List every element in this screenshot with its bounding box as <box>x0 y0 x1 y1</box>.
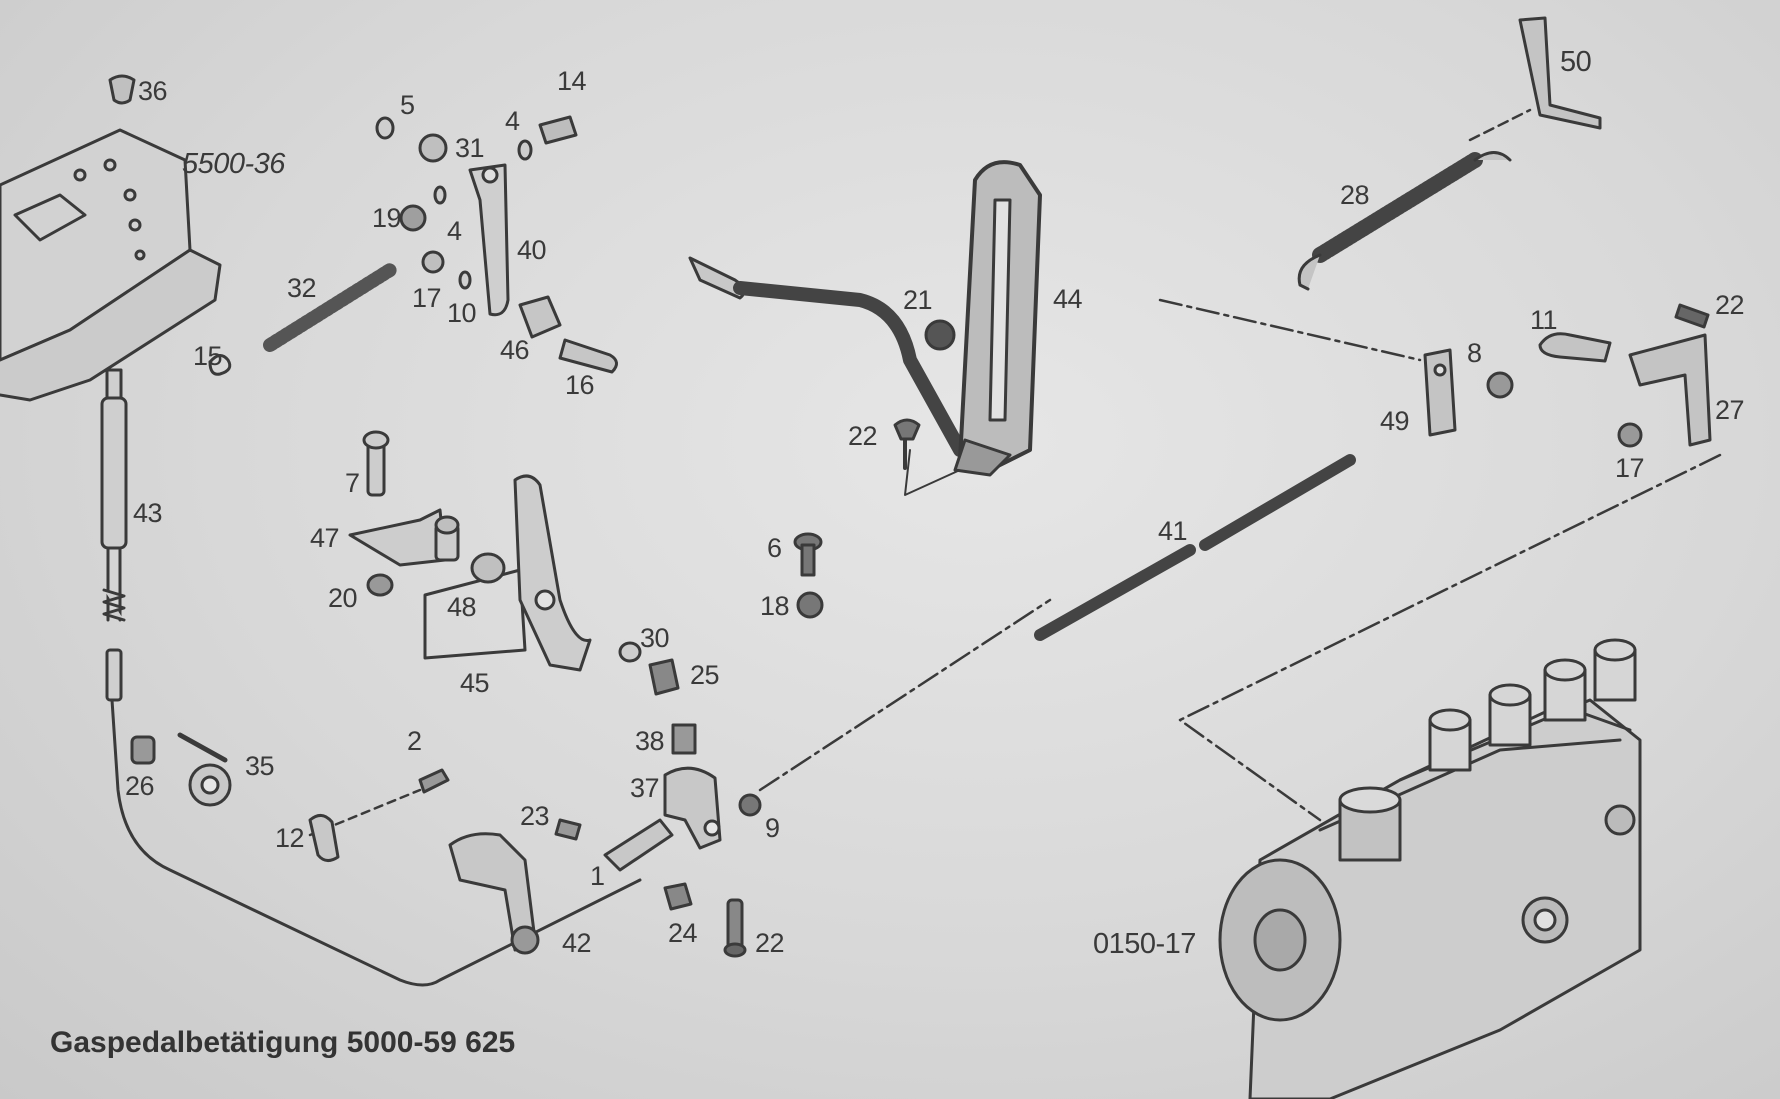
callout-48: 48 <box>447 592 477 622</box>
callout-27: 27 <box>1715 395 1745 425</box>
callout-47: 47 <box>310 523 340 553</box>
callout-19: 19 <box>372 203 402 233</box>
callout-1: 1 <box>590 861 605 891</box>
part-44-pedal <box>688 160 1042 477</box>
callout-22c: 22 <box>755 928 785 958</box>
diagram-caption: Gaspedalbetätigung 5000-59 625 <box>50 1026 516 1059</box>
callout-23: 23 <box>520 801 550 831</box>
part-28-spring-group <box>1297 16 1712 448</box>
part-43-rod <box>100 368 128 702</box>
callout-2: 2 <box>407 726 422 756</box>
callout-45: 45 <box>460 668 490 698</box>
callout-4b: 4 <box>447 216 462 246</box>
callout-4a: 4 <box>505 106 520 136</box>
part-lower-left-group <box>130 732 540 955</box>
callout-22b: 22 <box>1715 290 1745 320</box>
assembly-ref-label: 5500-36 <box>182 148 285 180</box>
callout-9: 9 <box>765 813 780 843</box>
callout-17a: 17 <box>412 283 442 313</box>
injection-pump <box>1218 638 1642 1099</box>
callout-17b: 17 <box>1615 453 1645 483</box>
callout-30: 30 <box>640 623 670 653</box>
callout-15: 15 <box>193 341 223 371</box>
connection-lines <box>110 108 1722 987</box>
callout-16: 16 <box>565 370 595 400</box>
callout-24: 24 <box>668 918 698 948</box>
housing-5500-36 <box>0 74 222 402</box>
callout-40: 40 <box>517 235 547 265</box>
callout-20: 20 <box>328 583 358 613</box>
callout-12: 12 <box>275 823 305 853</box>
callout-37: 37 <box>630 773 660 803</box>
callout-21: 21 <box>903 285 933 315</box>
part-41-shaft <box>1034 454 1356 641</box>
callout-46: 46 <box>500 335 530 365</box>
part-40-lever <box>375 115 618 374</box>
callout-35: 35 <box>245 751 275 781</box>
callout-49: 49 <box>1380 406 1410 436</box>
callout-31: 31 <box>455 133 485 163</box>
callout-5: 5 <box>400 90 415 120</box>
callout-25: 25 <box>690 660 720 690</box>
callout-42: 42 <box>562 928 592 958</box>
part-6-bolt <box>793 532 824 619</box>
callout-6: 6 <box>767 533 782 563</box>
part-lower-center-group <box>554 723 762 958</box>
callout-11: 11 <box>1530 305 1558 335</box>
part-45-bracket-group <box>348 430 680 696</box>
callout-26: 26 <box>125 771 155 801</box>
part-32-spring <box>208 263 397 376</box>
callout-10: 10 <box>447 298 477 328</box>
callout-22a: 22 <box>848 421 878 451</box>
callout-18: 18 <box>760 591 790 621</box>
callout-8: 8 <box>1467 338 1482 368</box>
callout-32: 32 <box>287 273 317 303</box>
callout-14: 14 <box>557 66 587 96</box>
callout-7: 7 <box>345 468 360 498</box>
callout-38: 38 <box>635 726 665 756</box>
callout-41: 41 <box>1158 516 1188 546</box>
callout-36: 36 <box>138 76 168 106</box>
callout-50: 50 <box>1560 46 1592 78</box>
figure-code: 0150-17 <box>1093 928 1196 960</box>
callout-43: 43 <box>133 498 163 528</box>
callout-44: 44 <box>1053 284 1083 314</box>
callout-28: 28 <box>1340 180 1370 210</box>
